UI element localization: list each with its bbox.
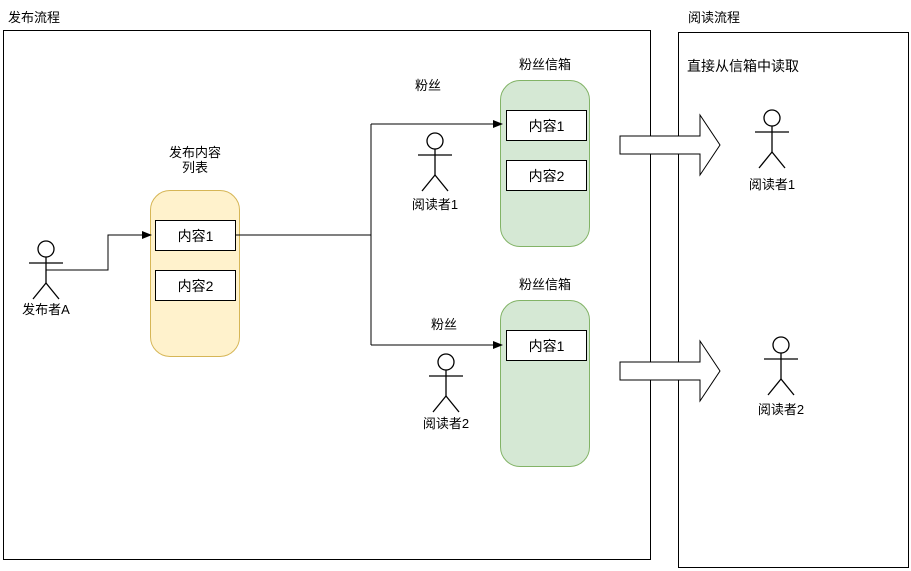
content-list-item-2: 内容2 bbox=[155, 270, 236, 301]
publish-flow-panel bbox=[3, 30, 651, 560]
reader-1-right-label: 阅读者1 bbox=[748, 177, 796, 192]
publisher-label: 发布者A bbox=[22, 302, 70, 317]
publish-section-title: 发布流程 bbox=[8, 10, 61, 25]
mailbox-2-container bbox=[500, 300, 590, 467]
mailbox-2-item-1: 内容1 bbox=[506, 330, 587, 361]
content-list-label: 发布内容 列表 bbox=[145, 145, 245, 175]
read-flow-panel bbox=[678, 32, 909, 568]
reader-2-left-label: 阅读者2 bbox=[422, 416, 470, 431]
reader-1-left-label: 阅读者1 bbox=[411, 197, 459, 212]
fan-edge-label-bottom: 粉丝 bbox=[430, 317, 457, 332]
mailbox-2-title: 粉丝信箱 bbox=[518, 277, 571, 292]
mailbox-1-item-2: 内容2 bbox=[506, 160, 587, 191]
fan-edge-label-top: 粉丝 bbox=[414, 78, 441, 93]
read-note: 直接从信箱中读取 bbox=[687, 58, 799, 74]
reader-2-right-label: 阅读者2 bbox=[757, 402, 805, 417]
content-list-item-1: 内容1 bbox=[155, 220, 236, 251]
mailbox-1-item-1: 内容1 bbox=[506, 110, 587, 141]
content-list-label-line2: 列表 bbox=[181, 160, 208, 175]
read-section-title: 阅读流程 bbox=[688, 10, 741, 25]
content-list-label-line1: 发布内容 bbox=[168, 145, 221, 160]
mailbox-1-title: 粉丝信箱 bbox=[518, 57, 571, 72]
